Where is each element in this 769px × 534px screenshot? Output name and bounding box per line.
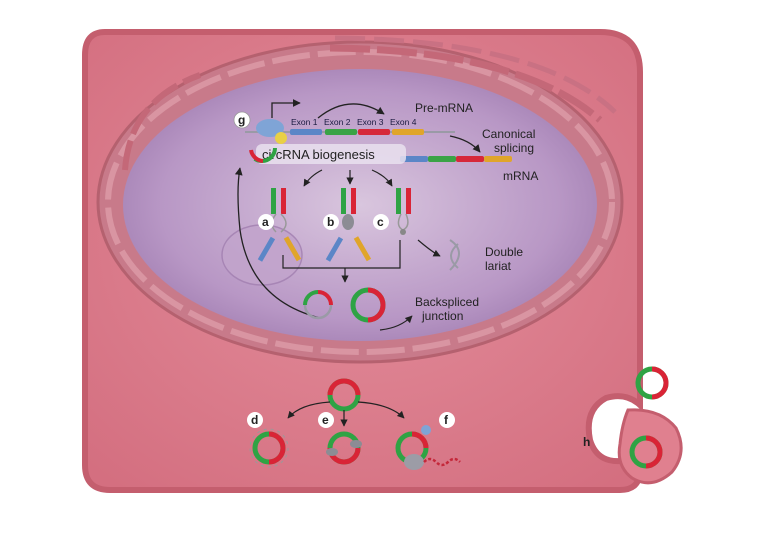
double-lariat-arrow bbox=[417, 239, 441, 257]
convergence-bracket bbox=[282, 240, 401, 269]
pathway-f: f bbox=[395, 412, 461, 470]
pathway-g: g bbox=[233, 111, 287, 163]
nucleus bbox=[123, 69, 597, 341]
label-g: g bbox=[238, 113, 245, 127]
label-d: d bbox=[251, 413, 258, 427]
exon-4-label: Exon 4 bbox=[390, 117, 417, 127]
circrna-biogenesis-box bbox=[256, 144, 406, 164]
pathway-b: b bbox=[323, 188, 372, 262]
exon-2-bar bbox=[325, 129, 357, 135]
exon-3-bar bbox=[358, 129, 390, 135]
pre-mrna-label: Pre-mRNA bbox=[415, 101, 473, 115]
splicing-arc bbox=[317, 103, 385, 119]
circrna-pair-nucleus bbox=[303, 287, 386, 323]
transcription-arrow bbox=[271, 99, 301, 118]
label-h: h bbox=[583, 435, 590, 449]
canonical-splicing-arrow bbox=[449, 135, 481, 153]
exon-4-bar bbox=[392, 129, 424, 135]
label-a: a bbox=[262, 215, 269, 229]
label-c: c bbox=[377, 215, 384, 229]
circrna-biogenesis-label: circRNA biogenesis bbox=[262, 147, 375, 162]
cytoplasm-circrna bbox=[327, 378, 361, 412]
pathway-c: c bbox=[373, 188, 411, 235]
label-b: b bbox=[327, 215, 334, 229]
double-lariat-shape bbox=[449, 239, 460, 271]
label-e: e bbox=[322, 413, 329, 427]
pathway-d: d bbox=[247, 412, 289, 468]
mrna-strand bbox=[400, 156, 512, 162]
backspliced-junction-arrow bbox=[379, 315, 413, 331]
endoplasmic-reticulum bbox=[329, 44, 603, 123]
return-arrow bbox=[234, 167, 321, 319]
exon-1-label: Exon 1 bbox=[291, 117, 318, 127]
mrna-label: mRNA bbox=[503, 169, 538, 183]
exon-3-label: Exon 3 bbox=[357, 117, 384, 127]
label-g-circle bbox=[233, 111, 251, 129]
pathway-a: a bbox=[257, 188, 302, 262]
exon-1-bar bbox=[290, 129, 322, 135]
exon-2-label: Exon 2 bbox=[324, 117, 351, 127]
pathway-h: h bbox=[583, 366, 683, 485]
pathway-e: e bbox=[318, 412, 362, 465]
label-f: f bbox=[444, 413, 449, 427]
